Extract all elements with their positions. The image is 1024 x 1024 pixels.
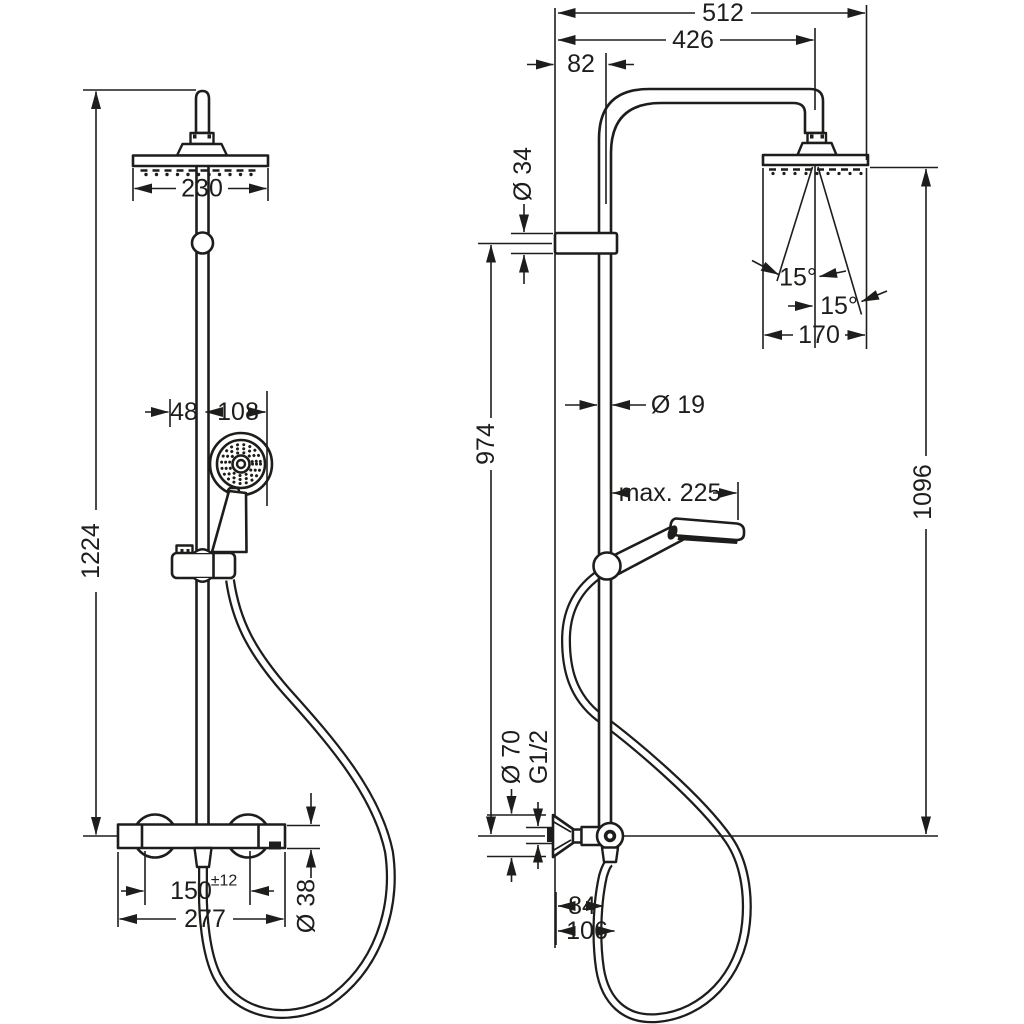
dim-label-1224: 1224 (77, 523, 105, 579)
shower-hose-front (197, 579, 396, 1019)
dim-34: Ø 34 (509, 147, 553, 284)
nozzle-dots-side (771, 171, 863, 176)
dim-label-108: 108 (217, 398, 259, 426)
nozzle-dots-front (144, 172, 253, 177)
safety-button (269, 841, 281, 850)
hose-outlet-side (600, 846, 620, 864)
hose-outline (197, 579, 396, 1019)
dim-label-38: Ø 38 (293, 879, 321, 933)
hand-shower-handle-front (210, 489, 248, 554)
dim-150: 150 ±12 (121, 851, 274, 905)
shower-pipe-front (195, 166, 210, 826)
hose-inner (200, 579, 394, 1017)
thread-label-g12: G1/2 (525, 730, 553, 784)
side-view (547, 8, 870, 1024)
dim-426: 426 (557, 26, 816, 110)
wall-thread-stub (547, 828, 555, 842)
dim-48-108: 48 108 (145, 391, 268, 506)
holder-pivot (592, 551, 622, 581)
escutcheon-cone (551, 813, 575, 859)
dim-label-512: 512 (702, 0, 744, 27)
connector-cone (175, 142, 229, 157)
thermostat-valve-front (116, 813, 287, 869)
dimensions-side: 512 426 82 Ø 34 974 (472, 0, 938, 945)
dim-1096: 1096 (622, 166, 938, 837)
dim-label-230: 230 (181, 175, 223, 203)
shower-plate-side (761, 153, 870, 167)
dim-15-right: 15° (788, 290, 888, 320)
spray-face-edge (677, 535, 738, 544)
ceiling-connector-tube (194, 89, 211, 135)
hand-shower-side (592, 517, 746, 581)
slider-holder-front (170, 544, 237, 583)
dim-label-426: 426 (672, 26, 714, 54)
connector-cone (796, 141, 838, 157)
shower-plate-front (131, 154, 270, 168)
hose-outline (560, 568, 752, 1024)
dim-label-48: 48 (170, 398, 198, 426)
shower-arm-side (597, 87, 825, 238)
shower-hose-side (560, 568, 752, 1024)
hand-shower-front (208, 431, 274, 554)
dim-label-34: Ø 34 (509, 147, 537, 201)
shower-pipe-side (597, 236, 613, 840)
dim-15-left: 15° (751, 259, 847, 292)
hose-outlet-front (193, 846, 213, 869)
angle-label-15-right: 15° (820, 292, 858, 320)
dim-974: 974 (472, 242, 552, 837)
dim-max225: max. 225 (612, 479, 739, 520)
dim-512: 512 (557, 0, 868, 160)
dimensions-front: 1224 230 48 108 150 ±12 (77, 89, 321, 933)
dim-label-106: 106 (566, 917, 608, 945)
thermostat-valve-side (547, 813, 625, 864)
dim-label-max225: max. 225 (619, 479, 722, 507)
wall-bracket-front (190, 231, 215, 255)
spray-line-left (776, 166, 814, 282)
dim-277: 277 (117, 852, 286, 933)
dim-label-170: 170 (798, 321, 840, 349)
spray-line-right (817, 166, 863, 315)
dim-106: 106 (557, 917, 615, 945)
dim-label-84: 84 (568, 892, 596, 920)
dim-230: 230 (132, 168, 269, 203)
angle-label-15-left: 15° (779, 264, 817, 292)
dim-label-19: Ø 19 (651, 391, 705, 419)
dim-label-82: 82 (567, 50, 595, 78)
dim-label-277: 277 (184, 905, 226, 933)
dim-label-150: 150 (170, 877, 212, 905)
wall-bracket-side (553, 231, 619, 255)
dim-1224: 1224 (77, 91, 105, 835)
dim-19: Ø 19 (565, 391, 705, 419)
dim-84: 84 (555, 892, 604, 945)
dim-label-150-tolerance: ±12 (211, 873, 238, 890)
dim-label-974: 974 (472, 423, 500, 465)
connector-nipple (571, 828, 583, 844)
dim-82: 82 (527, 50, 634, 204)
dim-g12: G1/2 (525, 730, 553, 869)
spray-cone (776, 166, 863, 348)
dim-38: Ø 38 (287, 793, 321, 933)
dim-170: 170 (762, 168, 868, 349)
dim-label-70: Ø 70 (498, 730, 526, 784)
front-view (116, 89, 396, 1019)
overhead-shower-front (131, 89, 270, 177)
dim-label-1096: 1096 (909, 464, 937, 520)
overhead-shower-side (761, 131, 870, 176)
